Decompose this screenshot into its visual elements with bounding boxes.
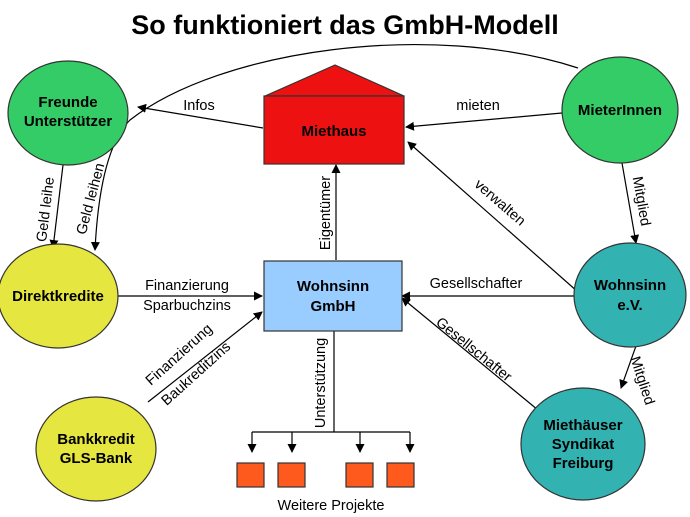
arrow-geld-leihe xyxy=(49,164,64,249)
node-freunde-unterstuetzer: Freunde Unterstützer xyxy=(7,60,129,166)
label-mieten: mieten xyxy=(456,98,500,114)
label-geld-leihen: Geld leihen xyxy=(74,161,108,236)
label-eigentuemer: Eigentümer xyxy=(318,176,334,250)
label-gesellschafter-2: Gesellschafter xyxy=(432,315,514,386)
arrow-mieten xyxy=(405,112,563,131)
label-mitglied-2: Mitglied xyxy=(626,355,657,407)
projects-boxes xyxy=(236,462,415,488)
node-mieterinnen-label: MieterInnen xyxy=(578,102,662,119)
node-direktkredite-label: Direktkredite xyxy=(12,288,104,305)
node-miethaus-label: Miethaus xyxy=(301,123,366,140)
label-geld-leihe: Geld leihe xyxy=(34,176,58,243)
projects-tree xyxy=(247,331,415,453)
project-box xyxy=(277,462,306,488)
projects-caption: Weitere Projekte xyxy=(278,498,385,514)
label-gesellschafter-1: Gesellschafter xyxy=(430,276,523,292)
node-miethaus: Miethaus xyxy=(263,64,405,165)
arrow-mitglied-1 xyxy=(621,162,640,244)
node-syndikat-line1: Miethäuser xyxy=(543,417,622,434)
node-syndikat-line3: Freiburg xyxy=(553,455,614,472)
label-verwalten: verwalten xyxy=(471,177,528,230)
node-freunde-line1: Freunde xyxy=(38,94,97,111)
node-wohnsinn-gmbh: Wohnsinn GmbH xyxy=(263,260,403,332)
node-verein-line2: e.V. xyxy=(617,297,642,314)
arrow-mitglied-2 xyxy=(619,345,637,389)
arrow-bankkredit-gmbh xyxy=(147,311,263,403)
node-bankkredit: Bankkredit GLS-Bank xyxy=(35,396,157,502)
arrow-gesellschafter-2 xyxy=(401,297,539,411)
node-direktkredite: Direktkredite xyxy=(0,243,119,349)
node-mietshaeuser-syndikat: Miethäuser Syndikat Freiburg xyxy=(520,387,646,501)
node-gmbh-line2: GmbH xyxy=(311,298,356,315)
label-infos: Infos xyxy=(183,98,214,114)
node-bankkredit-line2: GLS-Bank xyxy=(60,450,133,467)
node-freunde-line2: Unterstützer xyxy=(24,113,113,130)
arrow-infos xyxy=(137,103,264,129)
node-syndikat-line2: Syndikat xyxy=(552,436,615,453)
project-box xyxy=(236,462,265,488)
label-sparbuchzins: Sparbuchzins xyxy=(143,298,231,314)
label-unterstuetzung: Unterstützung xyxy=(313,338,329,428)
label-finanzierung-1: Finanzierung xyxy=(145,278,229,294)
node-gmbh-line1: Wohnsinn xyxy=(297,278,369,295)
node-wohnsinn-ev: Wohnsinn e.V. xyxy=(573,242,687,348)
arc-mieter-direktkredite xyxy=(90,44,579,251)
node-mieterinnen: MieterInnen xyxy=(561,56,679,164)
project-box xyxy=(386,462,415,488)
project-box xyxy=(345,462,374,488)
node-bankkredit-line1: Bankkredit xyxy=(57,431,135,448)
node-verein-line1: Wohnsinn xyxy=(594,277,666,294)
page-title: So funktioniert das GmbH-Modell xyxy=(131,10,559,40)
arrow-verwalten xyxy=(407,141,579,293)
